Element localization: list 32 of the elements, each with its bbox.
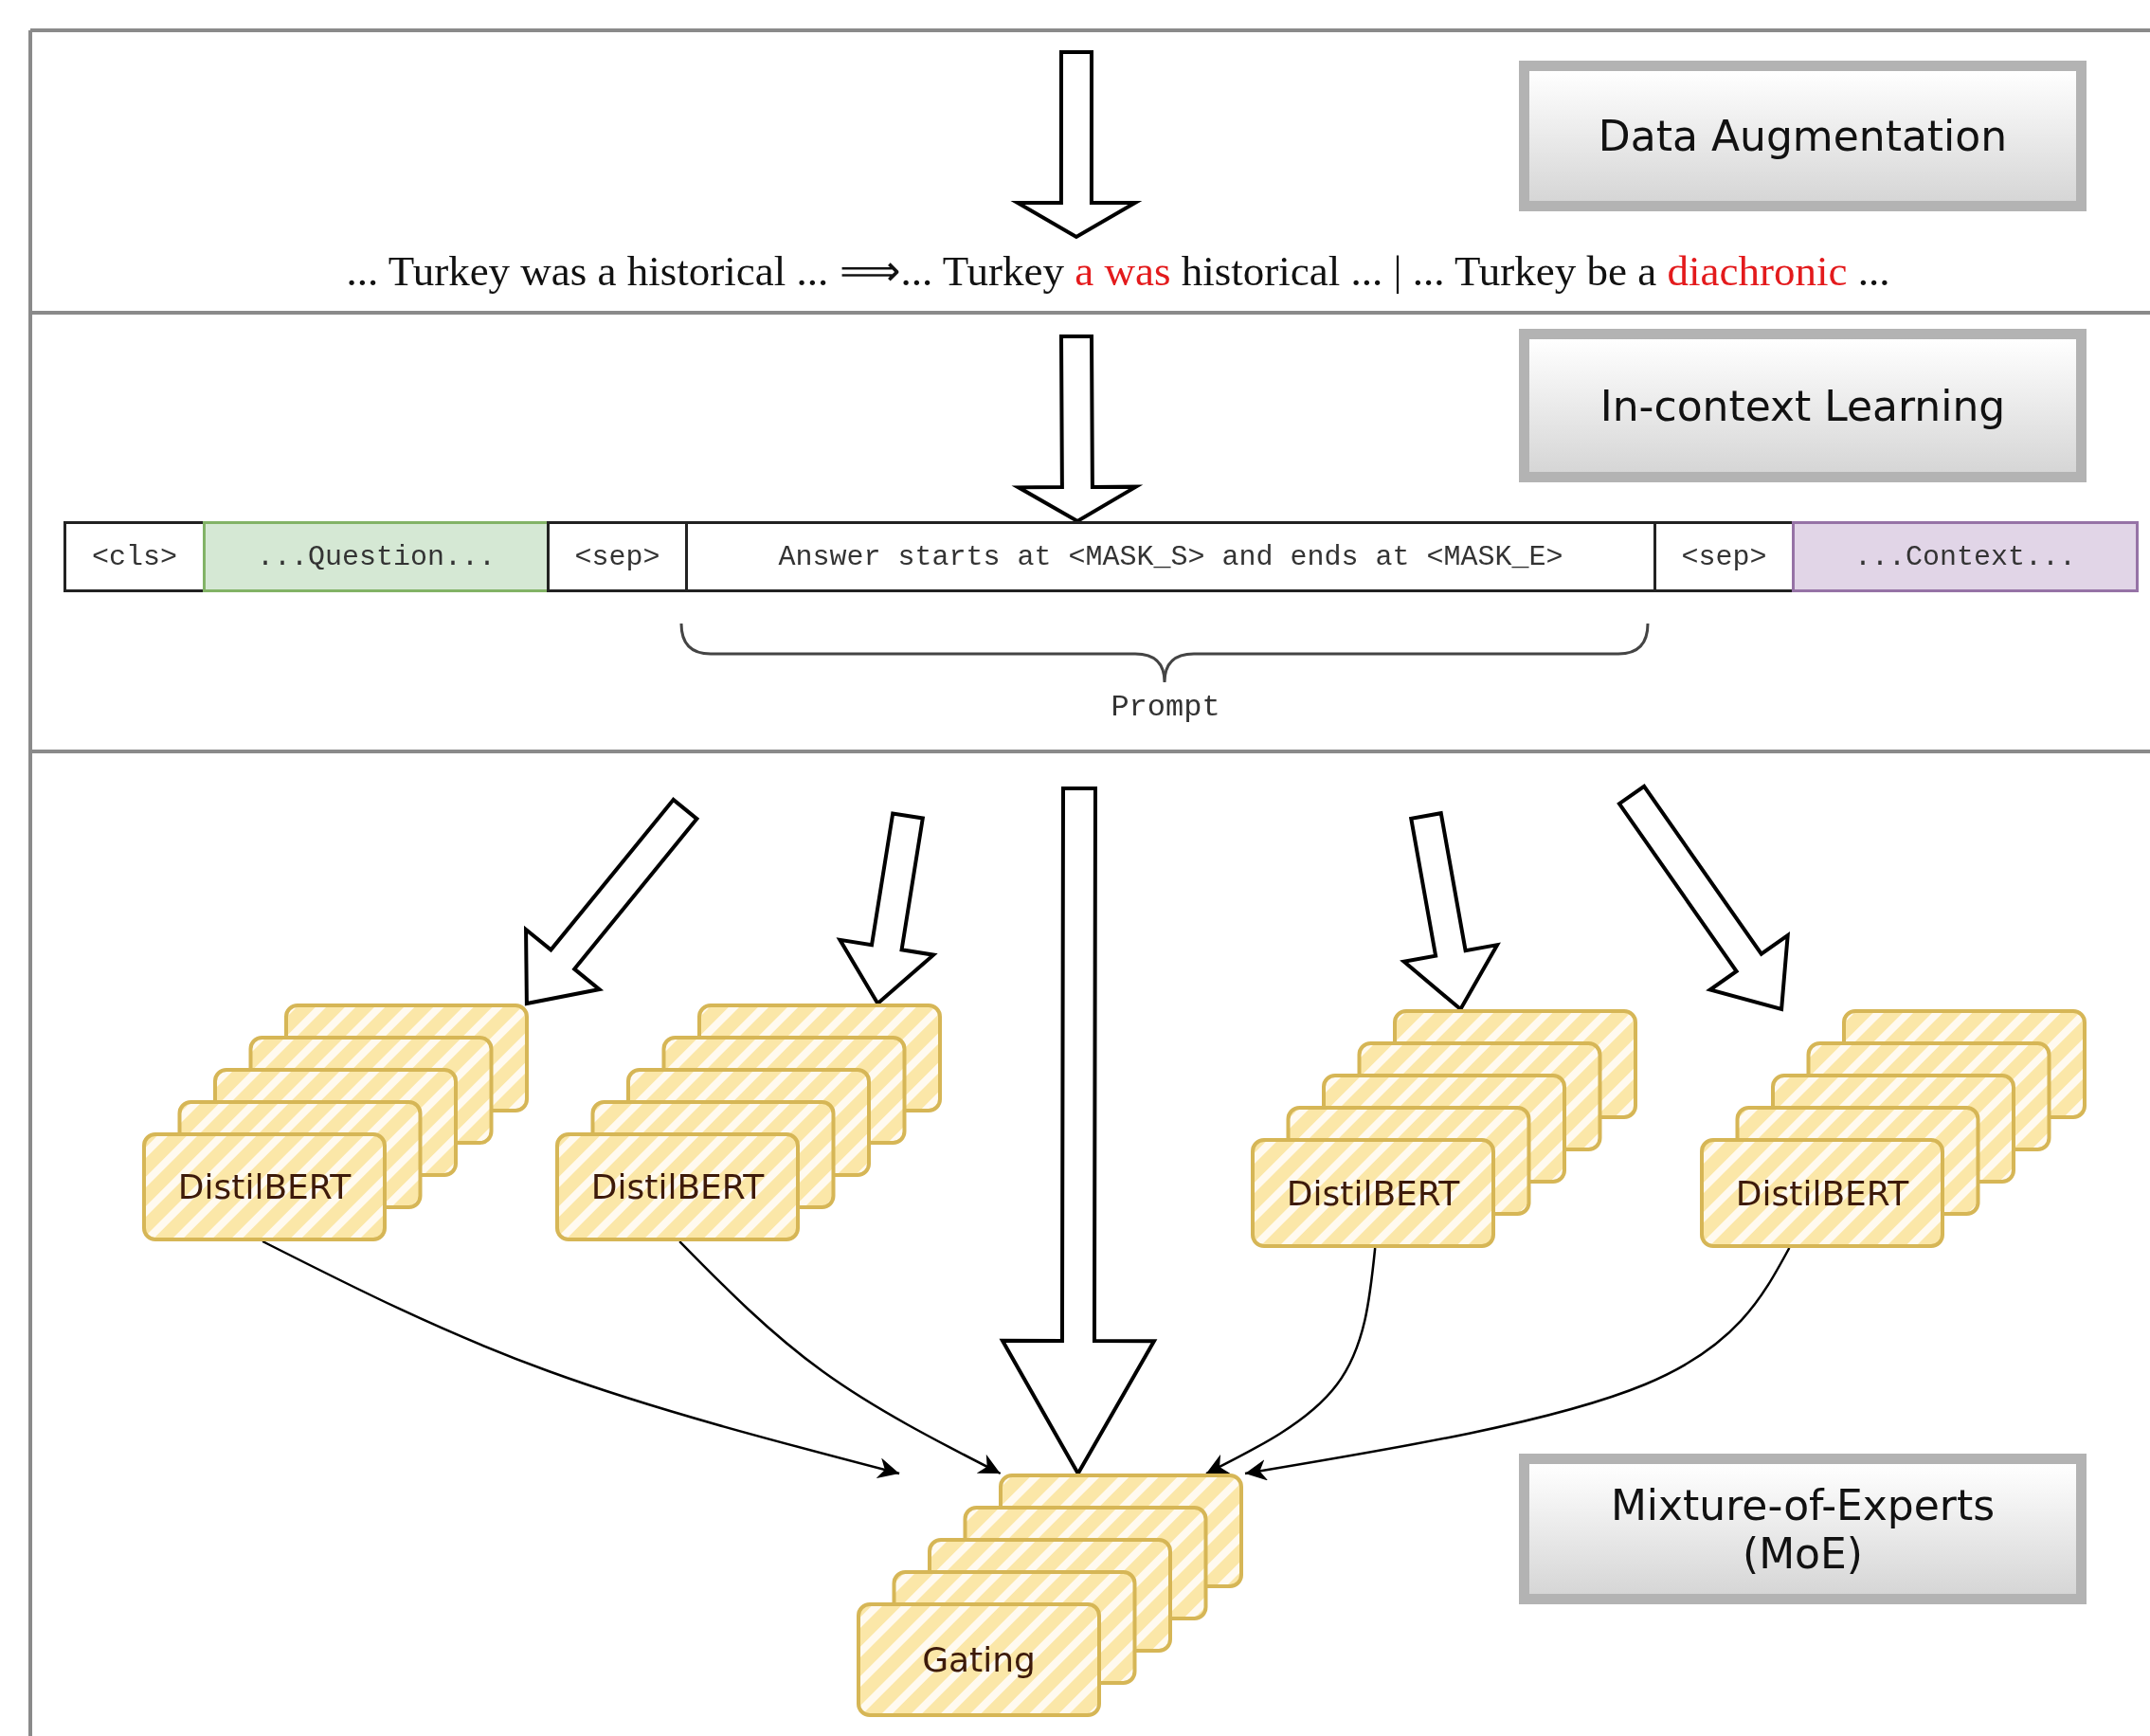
token-cell: ...Question...	[203, 521, 550, 592]
section-title-box	[1519, 1454, 2087, 1604]
model-card-stack	[1700, 1009, 2088, 1248]
curved-arrow	[262, 1239, 900, 1479]
model-card-stack	[555, 1004, 944, 1241]
brace-label: Prompt	[1110, 690, 1221, 725]
section-title: Data Augmentation	[1598, 112, 2008, 160]
curved-arrow	[1244, 1247, 1791, 1481]
model-name: DistilBERT	[176, 1166, 352, 1208]
hollow-arrow	[1617, 784, 1791, 1012]
section-title: Mixture-of-Experts (MoE)	[1609, 1480, 1996, 1578]
token-cell: ...Context...	[1792, 521, 2139, 592]
example-sentence: ... Turkey was a historical ... ⟹... Turkey a was historical ... | ... Turkey be a diachronic ...	[346, 245, 1890, 296]
model-name: DistilBERT	[1734, 1172, 1910, 1215]
model-card-stack	[857, 1474, 1245, 1717]
model-name: DistilBERT	[589, 1166, 766, 1208]
hollow-arrow	[524, 797, 700, 1006]
section-title: In-context Learning	[1599, 381, 2006, 430]
model-card-stack	[142, 1004, 531, 1241]
model-name: Gating	[921, 1639, 1037, 1681]
token-cell: <sep>	[547, 521, 688, 592]
model-card-stack	[1251, 1009, 1639, 1248]
section-title-box	[1519, 61, 2087, 211]
hollow-arrow	[1011, 334, 1144, 524]
curved-arrow	[1205, 1247, 1377, 1475]
token-cell: Answer starts at <MASK_S> and ends at <MASK_E>	[685, 521, 1656, 592]
section-title-box	[1519, 329, 2087, 482]
token-cell: <sep>	[1653, 521, 1795, 592]
token-cell: <cls>	[63, 521, 206, 592]
curved-arrow	[678, 1240, 1002, 1475]
hollow-arrow	[1010, 50, 1143, 240]
model-name: DistilBERT	[1285, 1172, 1461, 1215]
